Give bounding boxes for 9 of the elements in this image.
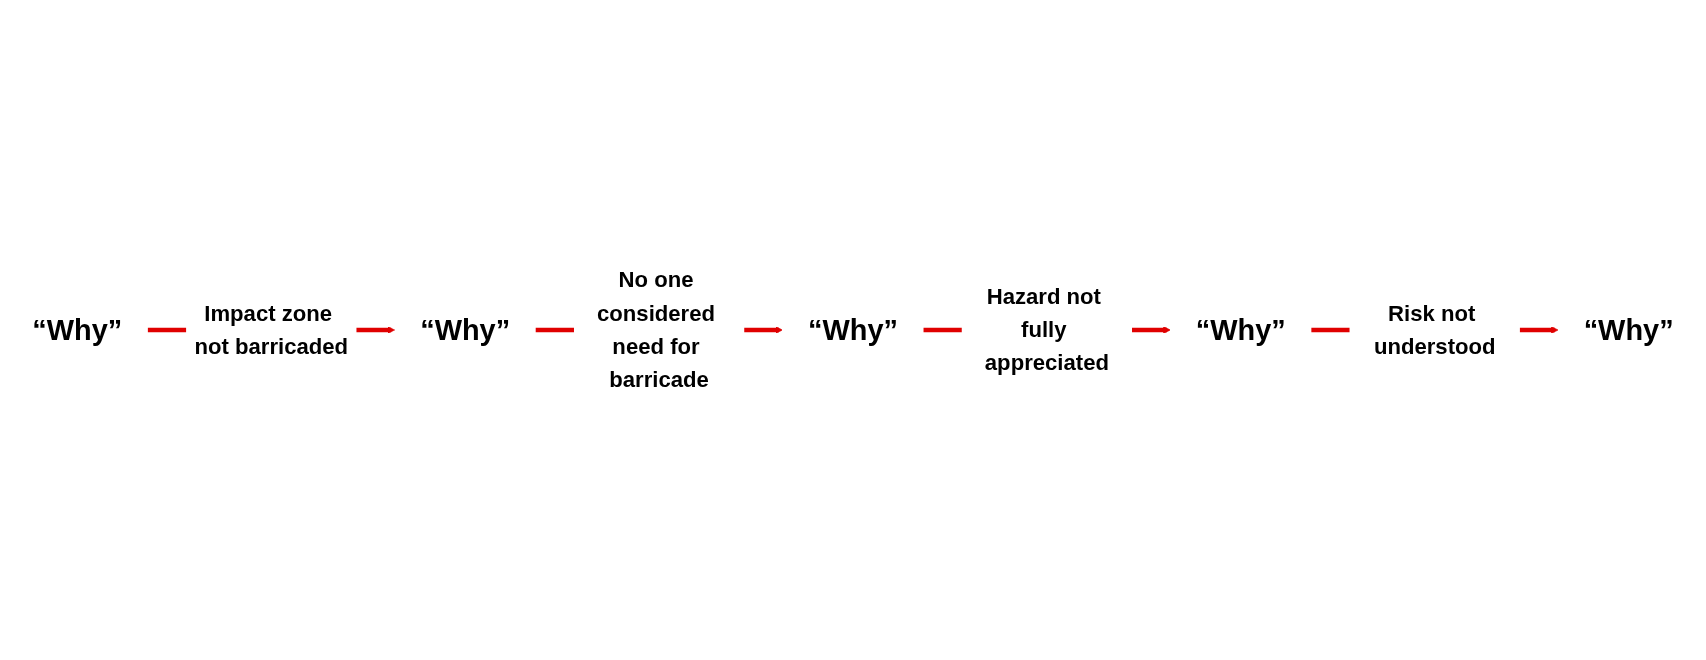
node-text: “Why” (807, 313, 899, 346)
edge-label: Risk not understood (1373, 300, 1496, 359)
node-text: “Why” (32, 313, 123, 346)
edge-label: No one considered need for barricade (596, 267, 716, 393)
edge-label: Impact zone not barricaded (194, 300, 349, 359)
node-text: “Why” (1583, 313, 1674, 346)
node-text: “Why” (420, 313, 511, 346)
edge-label: Hazard not fully appreciated (984, 283, 1110, 376)
node-text: “Why” (1195, 313, 1286, 346)
